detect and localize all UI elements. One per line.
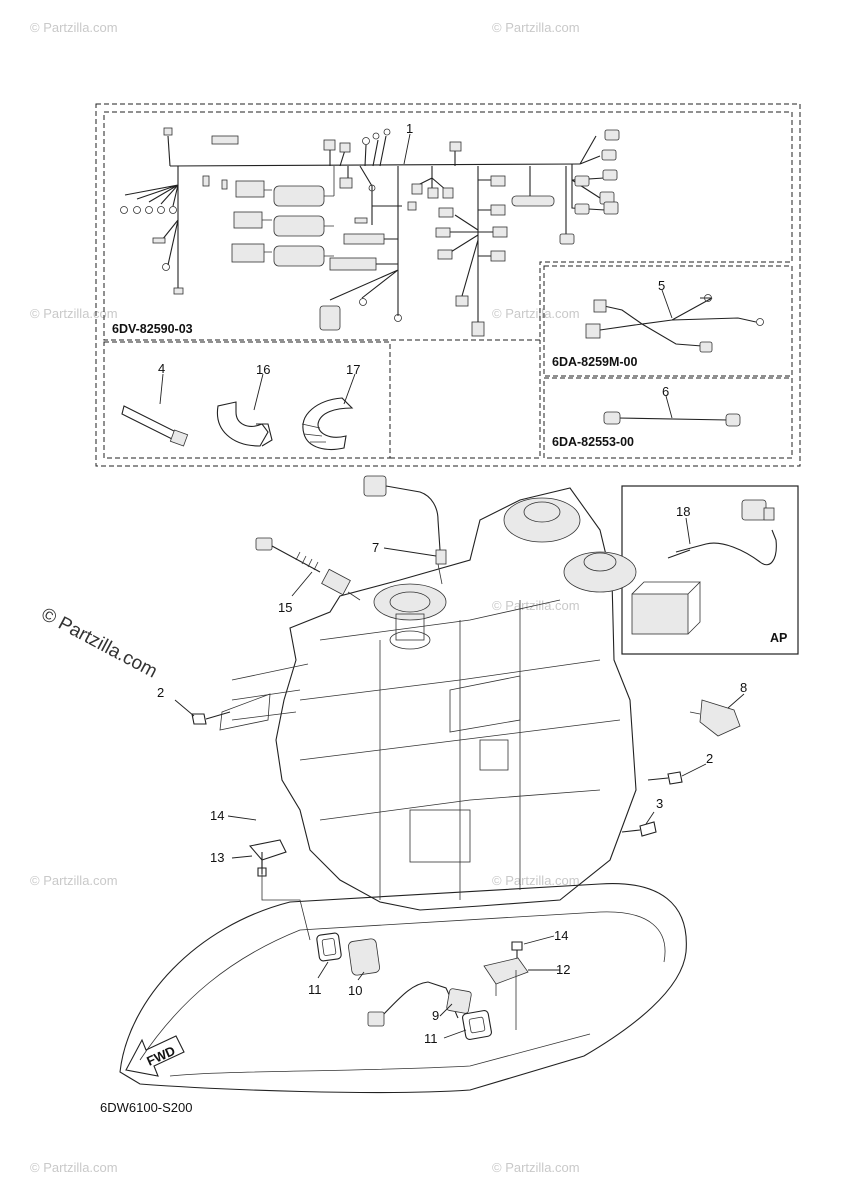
sensor-8 <box>689 699 741 737</box>
callout-14: 14 <box>554 928 568 943</box>
sub-harness-b-box <box>543 377 793 459</box>
grommet-10 <box>348 938 380 976</box>
callout-1: 1 <box>406 121 413 136</box>
callout-11: 11 <box>308 982 322 997</box>
sub-harness-a-box <box>543 265 793 377</box>
callout-11: 11 <box>424 1031 438 1046</box>
main-harness-box <box>103 111 793 341</box>
watermark-text: © Partzilla.com <box>492 306 580 321</box>
engine-block <box>119 487 687 1094</box>
watermark-text: © Partzilla.com <box>30 873 118 888</box>
watermark-text: © Partzilla.com <box>30 1160 118 1175</box>
callout-13: 13 <box>210 850 224 865</box>
accessory-box <box>103 341 391 459</box>
callout-6: 6 <box>662 384 669 399</box>
outer-kit-box <box>95 103 801 467</box>
clamp-17 <box>301 397 354 451</box>
grommet-11b <box>462 1010 492 1040</box>
sub-harness-6 <box>603 411 741 427</box>
bracket-12 <box>483 957 529 1030</box>
harness-kit-boxes <box>95 103 801 467</box>
ap-inset <box>621 485 799 655</box>
callout-15: 15 <box>278 600 292 615</box>
callout-labels: 1 2 2 3 4 5 6 7 8 9 10 11 11 12 13 14 14… <box>157 121 747 1046</box>
main-wiring-harness <box>120 127 620 337</box>
ap-inset-label: AP <box>770 631 787 645</box>
watermark-text: © Partzilla.com <box>492 873 580 888</box>
watermark-text: © Partzilla.com <box>492 20 580 35</box>
bolts <box>191 711 683 966</box>
callout-8: 8 <box>740 680 747 695</box>
bracket-13 <box>248 839 311 941</box>
callout-17: 17 <box>346 362 360 377</box>
callout-5: 5 <box>658 278 665 293</box>
callout-2: 2 <box>706 751 713 766</box>
sensor-15 <box>255 537 361 601</box>
cable-tie-4 <box>121 405 189 447</box>
fwd-arrow: FWD <box>125 1035 185 1077</box>
diagram-code: 6DW6100-S200 <box>100 1100 193 1115</box>
clamp-16 <box>216 401 273 447</box>
box-divider <box>390 340 541 459</box>
harness-9 <box>367 981 472 1027</box>
callout-7: 7 <box>372 540 379 555</box>
kit-code-main-harness: 6DV-82590-03 <box>112 322 193 336</box>
kit-code-sub-harness-b: 6DA-82553-00 <box>552 435 634 449</box>
watermark-text: © Partzilla.com <box>30 20 118 35</box>
callout-4: 4 <box>158 361 165 376</box>
callout-12: 12 <box>556 962 570 977</box>
watermark-text: © Partzilla.com <box>492 1160 580 1175</box>
callout-3: 3 <box>656 796 663 811</box>
callout-18: 18 <box>676 504 690 519</box>
callout-2: 2 <box>157 685 164 700</box>
grommet-11a <box>316 932 342 962</box>
leader-lines <box>159 133 745 1039</box>
callout-14: 14 <box>210 808 224 823</box>
callout-9: 9 <box>432 1008 439 1023</box>
kit-code-sub-harness-a: 6DA-8259M-00 <box>552 355 638 369</box>
sub-harness-5 <box>585 294 764 353</box>
callout-10: 10 <box>348 983 362 998</box>
watermark-text-large: © Partzilla.com <box>38 604 161 683</box>
watermark-text: © Partzilla.com <box>30 306 118 321</box>
callout-16: 16 <box>256 362 270 377</box>
sensor-7 <box>363 475 447 585</box>
